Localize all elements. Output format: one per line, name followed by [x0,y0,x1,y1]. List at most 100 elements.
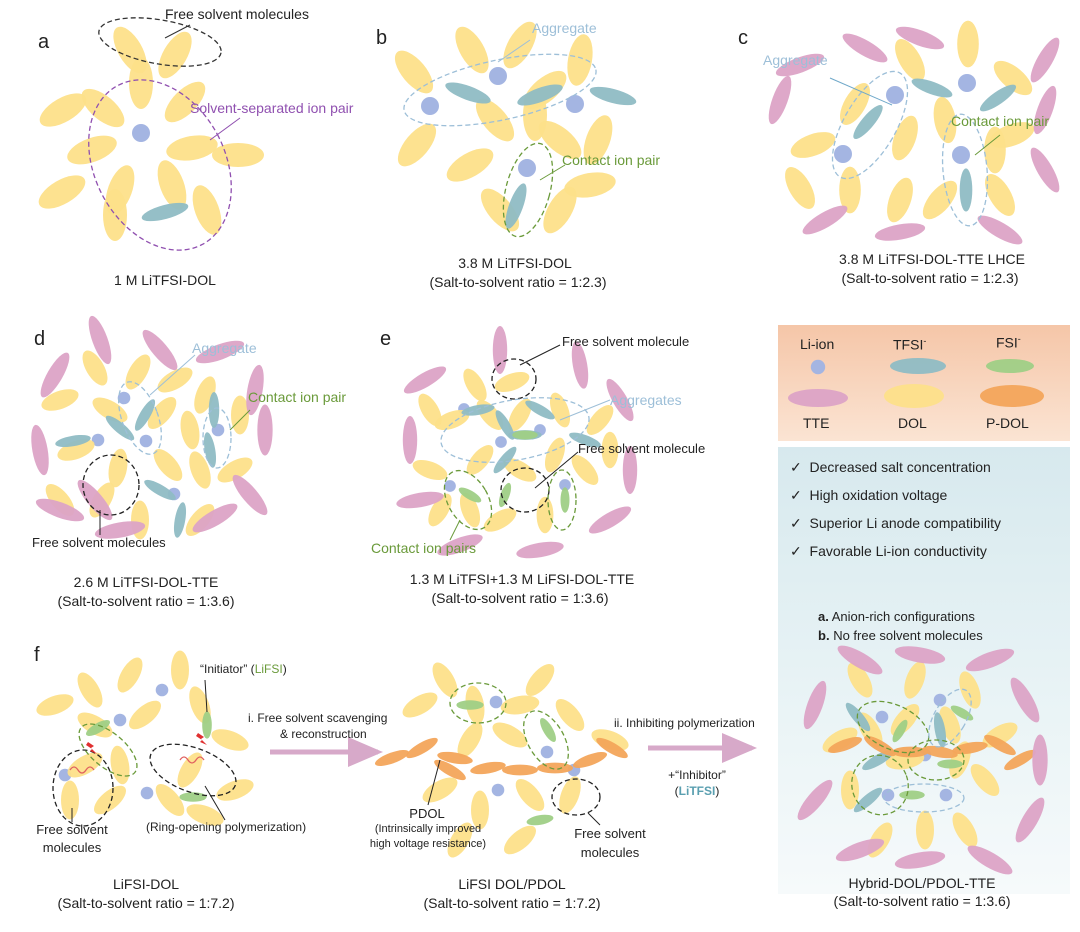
li-ion [155,683,169,697]
panel-letter-b: b [376,27,388,49]
dol-molecule [186,804,224,826]
li-ion [875,710,889,724]
leader-line [449,519,461,541]
dol-molecule [887,177,913,223]
li-ion [495,436,507,448]
initiator-close: ) [282,662,287,676]
inhibitor-salt: LiTFSI [678,784,716,798]
aggregate-outline [941,113,989,227]
dol-molecule [544,437,566,473]
free-solvent-outline [82,454,140,516]
benefit-2-text: High oxidation voltage [809,487,948,503]
caption-c-1: 3.8 M LiTFSI-DOL-TTE LHCE [839,251,1025,267]
label-free-solvent-a: Free solvent molecules [165,6,309,22]
dol-molecule [959,671,981,709]
aggregate-outline [403,53,597,127]
dol-molecule [171,650,189,690]
tfsi-anion [105,415,135,441]
lightning-icon [86,742,97,754]
cip-outline [907,739,965,781]
dol-molecule [447,822,473,858]
tte-molecule [88,315,112,365]
li-ion [958,74,976,92]
dol-molecule [455,26,489,74]
tfsi-anion [445,82,491,104]
li-ion [939,788,953,802]
label-free-mid-1: Free solvent [574,826,646,841]
li-ion [140,786,154,800]
tte-molecule [1033,85,1057,135]
aggregate-outline [118,381,162,455]
li-ion [91,433,105,447]
panel-letter-c: c [738,27,748,49]
panel-letter-d: d [34,328,46,350]
tte-molecule [768,75,792,125]
dol-molecule [153,448,183,482]
dol-molecule [446,148,494,182]
label-cips-e: Contact ion pairs [371,540,477,556]
tfsi-anion [911,78,953,98]
tte-molecule [967,845,1013,875]
free-solvent-outline [491,358,537,400]
li-ion [540,745,554,759]
caption-hybrid-1: Hybrid-DOL/PDOL-TTE [848,875,996,891]
li-ion [881,788,895,802]
dol-molecule [790,132,836,158]
tte-molecule [396,491,444,509]
dol-molecule [41,389,79,411]
li-ion [559,479,571,491]
leader-line [204,679,208,713]
li-ion [518,159,536,177]
tte-molecule [142,329,178,371]
label-free-solvent-d: Free solvent molecules [32,535,166,550]
tte-molecule [77,479,113,521]
tfsi-anion [569,432,601,448]
fsi-anion [937,759,963,769]
li-ion [933,693,947,707]
dol-molecule [212,143,264,167]
dol-molecule [840,83,870,125]
dol-molecule [125,354,151,390]
dol-molecule [180,410,200,450]
fsi-anion [85,720,111,736]
dol-molecule [841,770,859,810]
free-solvent-outline [52,749,114,827]
tte-molecule [402,416,418,464]
dol-molecule [36,694,74,716]
caption-b-1: 3.8 M LiTFSI-DOL [458,255,572,271]
aggregate-outline [883,783,965,813]
initiator-text: “Initiator” ( [200,662,255,676]
tte-molecule [775,53,825,77]
tfsi-anion [845,702,871,732]
fsi-anion [512,430,538,440]
label-inhibitor-salt: (LiTFSI) [675,784,720,798]
dol-molecule [952,812,978,848]
dol-molecule [538,120,582,160]
label-free-mid-2: molecules [580,845,640,860]
dol-molecule [586,405,614,435]
dol-molecule [922,180,958,220]
leader-line [539,164,566,181]
cip-outline [851,754,909,816]
dol-molecule [543,186,577,234]
tte-molecule [232,474,268,516]
tte-molecule [803,680,827,730]
fsi-anion [179,792,207,802]
tte-molecule [1010,677,1040,723]
tfsi-anion [495,410,515,440]
dol-molecule [103,189,127,241]
dol-molecule [113,26,147,74]
panel-letter-a: a [38,31,50,53]
tte-molecule [842,33,888,63]
dol-molecule [933,96,957,144]
label-cip-b: Contact ion pair [562,152,661,168]
dol-molecule [38,175,86,209]
leader-line [559,399,611,421]
legend-fsi-shape [986,359,1034,373]
panel-letter-e: e [380,328,392,350]
aggregate-outline [440,397,590,463]
cip-outline [443,469,493,531]
tte-molecule [965,648,1015,672]
tfsi-anion [173,502,187,538]
cip-outline [856,700,930,754]
